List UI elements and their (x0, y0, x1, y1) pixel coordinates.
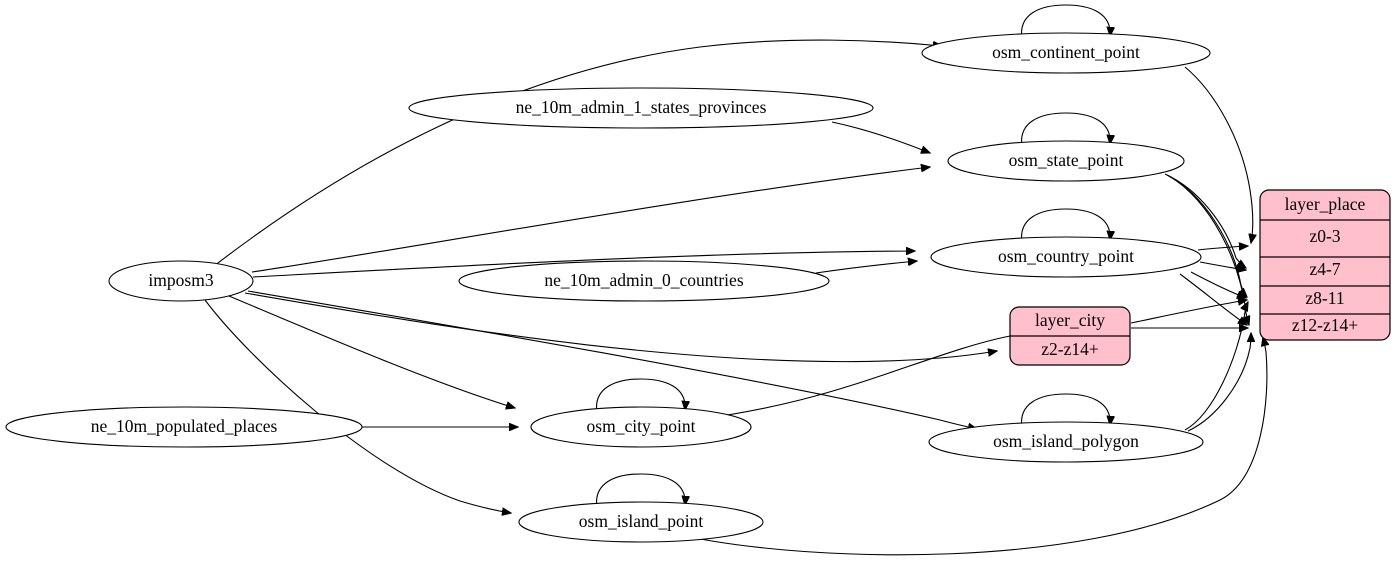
node-osm-continent-point[interactable]: osm_continent_point (921, 32, 1211, 74)
node-label-ne-10m-admin-1-states-provinces: ne_10m_admin_1_states_provinces (516, 97, 767, 117)
node-ne-10m-populated-places[interactable]: ne_10m_populated_places (5, 406, 363, 448)
node-osm-state-point[interactable]: osm_state_point (947, 140, 1185, 182)
edge-osm-country-to-z12-z14 (1179, 273, 1247, 325)
self-loop-osm-state-point (1021, 112, 1111, 148)
edge-osm-island-polygon-to-z8-11 (1184, 302, 1248, 431)
node-label-osm-country-point: osm_country_point (998, 246, 1134, 266)
table-row-layer-place-z12-z14[interactable]: z12-z14+ (1292, 315, 1358, 335)
edge-osm-country-to-z8-11 (1190, 271, 1246, 298)
self-loop-osm-island-polygon (1021, 393, 1111, 429)
table-title-layer-city: layer_city (1035, 310, 1105, 330)
self-loops-layer (596, 4, 1111, 509)
self-loop-osm-city-point (596, 378, 686, 414)
edge-imposm3-to-osm-island-point (204, 299, 511, 513)
edge-imposm3-to-osm-continent-point (213, 39, 942, 267)
nodes-layer: imposm3 ne_10m_admin_1_states_provinces … (5, 32, 1211, 543)
node-label-imposm3: imposm3 (148, 270, 213, 290)
node-label-osm-continent-point: osm_continent_point (992, 42, 1140, 62)
edge-imposm3-to-osm-country-point (252, 251, 915, 278)
node-label-osm-island-polygon: osm_island_polygon (993, 431, 1139, 451)
edge-imposm3-to-osm-city-point (228, 295, 515, 408)
edges-layer (204, 39, 1267, 556)
node-label-osm-city-point: osm_city_point (587, 416, 696, 436)
edge-ne-countries-to-osm-country-point (815, 261, 917, 274)
edge-osm-country-to-z4-7 (1199, 261, 1246, 270)
node-osm-country-point[interactable]: osm_country_point (930, 236, 1202, 278)
edge-layer-city-to-osm-city-point (707, 335, 1011, 418)
node-ne-10m-admin-1-states-provinces[interactable]: ne_10m_admin_1_states_provinces (408, 87, 874, 129)
edge-osm-island-polygon-to-z12-z14 (1187, 333, 1251, 432)
table-layer-place[interactable]: layer_place z0-3 z4-7 z8-11 z12-z14+ (1259, 189, 1391, 341)
edge-imposm3-to-osm-island-polygon (247, 290, 977, 429)
table-row-layer-place-z0-3[interactable]: z0-3 (1309, 226, 1340, 246)
node-ne-10m-admin-0-countries[interactable]: ne_10m_admin_0_countries (458, 260, 830, 302)
node-label-ne-10m-admin-0-countries: ne_10m_admin_0_countries (544, 270, 743, 290)
node-label-ne-10m-populated-places: ne_10m_populated_places (91, 416, 278, 436)
table-title-layer-place: layer_place (1285, 194, 1366, 214)
edge-layer-city-to-z8-11 (1130, 300, 1247, 324)
table-layer-city[interactable]: layer_city z2-z14+ (1009, 306, 1131, 366)
node-osm-city-point[interactable]: osm_city_point (530, 406, 752, 448)
node-label-osm-state-point: osm_state_point (1009, 150, 1124, 170)
node-osm-island-polygon[interactable]: osm_island_polygon (928, 421, 1204, 463)
edge-imposm3-to-osm-state-point (251, 167, 930, 273)
edge-osm-country-to-z0-3 (1197, 246, 1248, 250)
edge-imposm3-to-layer-city (244, 292, 997, 363)
edge-osm-continent-to-z0-3 (1184, 66, 1253, 243)
table-row-layer-city-z2-z14[interactable]: z2-z14+ (1041, 339, 1099, 359)
edge-osm-state-to-z8-11 (1166, 174, 1247, 297)
node-osm-island-point[interactable]: osm_island_point (518, 501, 764, 543)
table-row-layer-place-z8-11[interactable]: z8-11 (1305, 288, 1344, 308)
edge-ne-states-to-osm-state-point (831, 121, 930, 153)
self-loop-osm-country-point (1021, 208, 1111, 244)
self-loop-osm-continent-point (1021, 4, 1111, 40)
node-label-osm-island-point: osm_island_point (579, 511, 704, 531)
table-row-layer-place-z4-7[interactable]: z4-7 (1309, 259, 1340, 279)
self-loop-osm-island-point (596, 473, 686, 509)
node-imposm3[interactable]: imposm3 (108, 260, 254, 302)
edge-osm-island-point-to-z12-z14 (689, 337, 1267, 556)
